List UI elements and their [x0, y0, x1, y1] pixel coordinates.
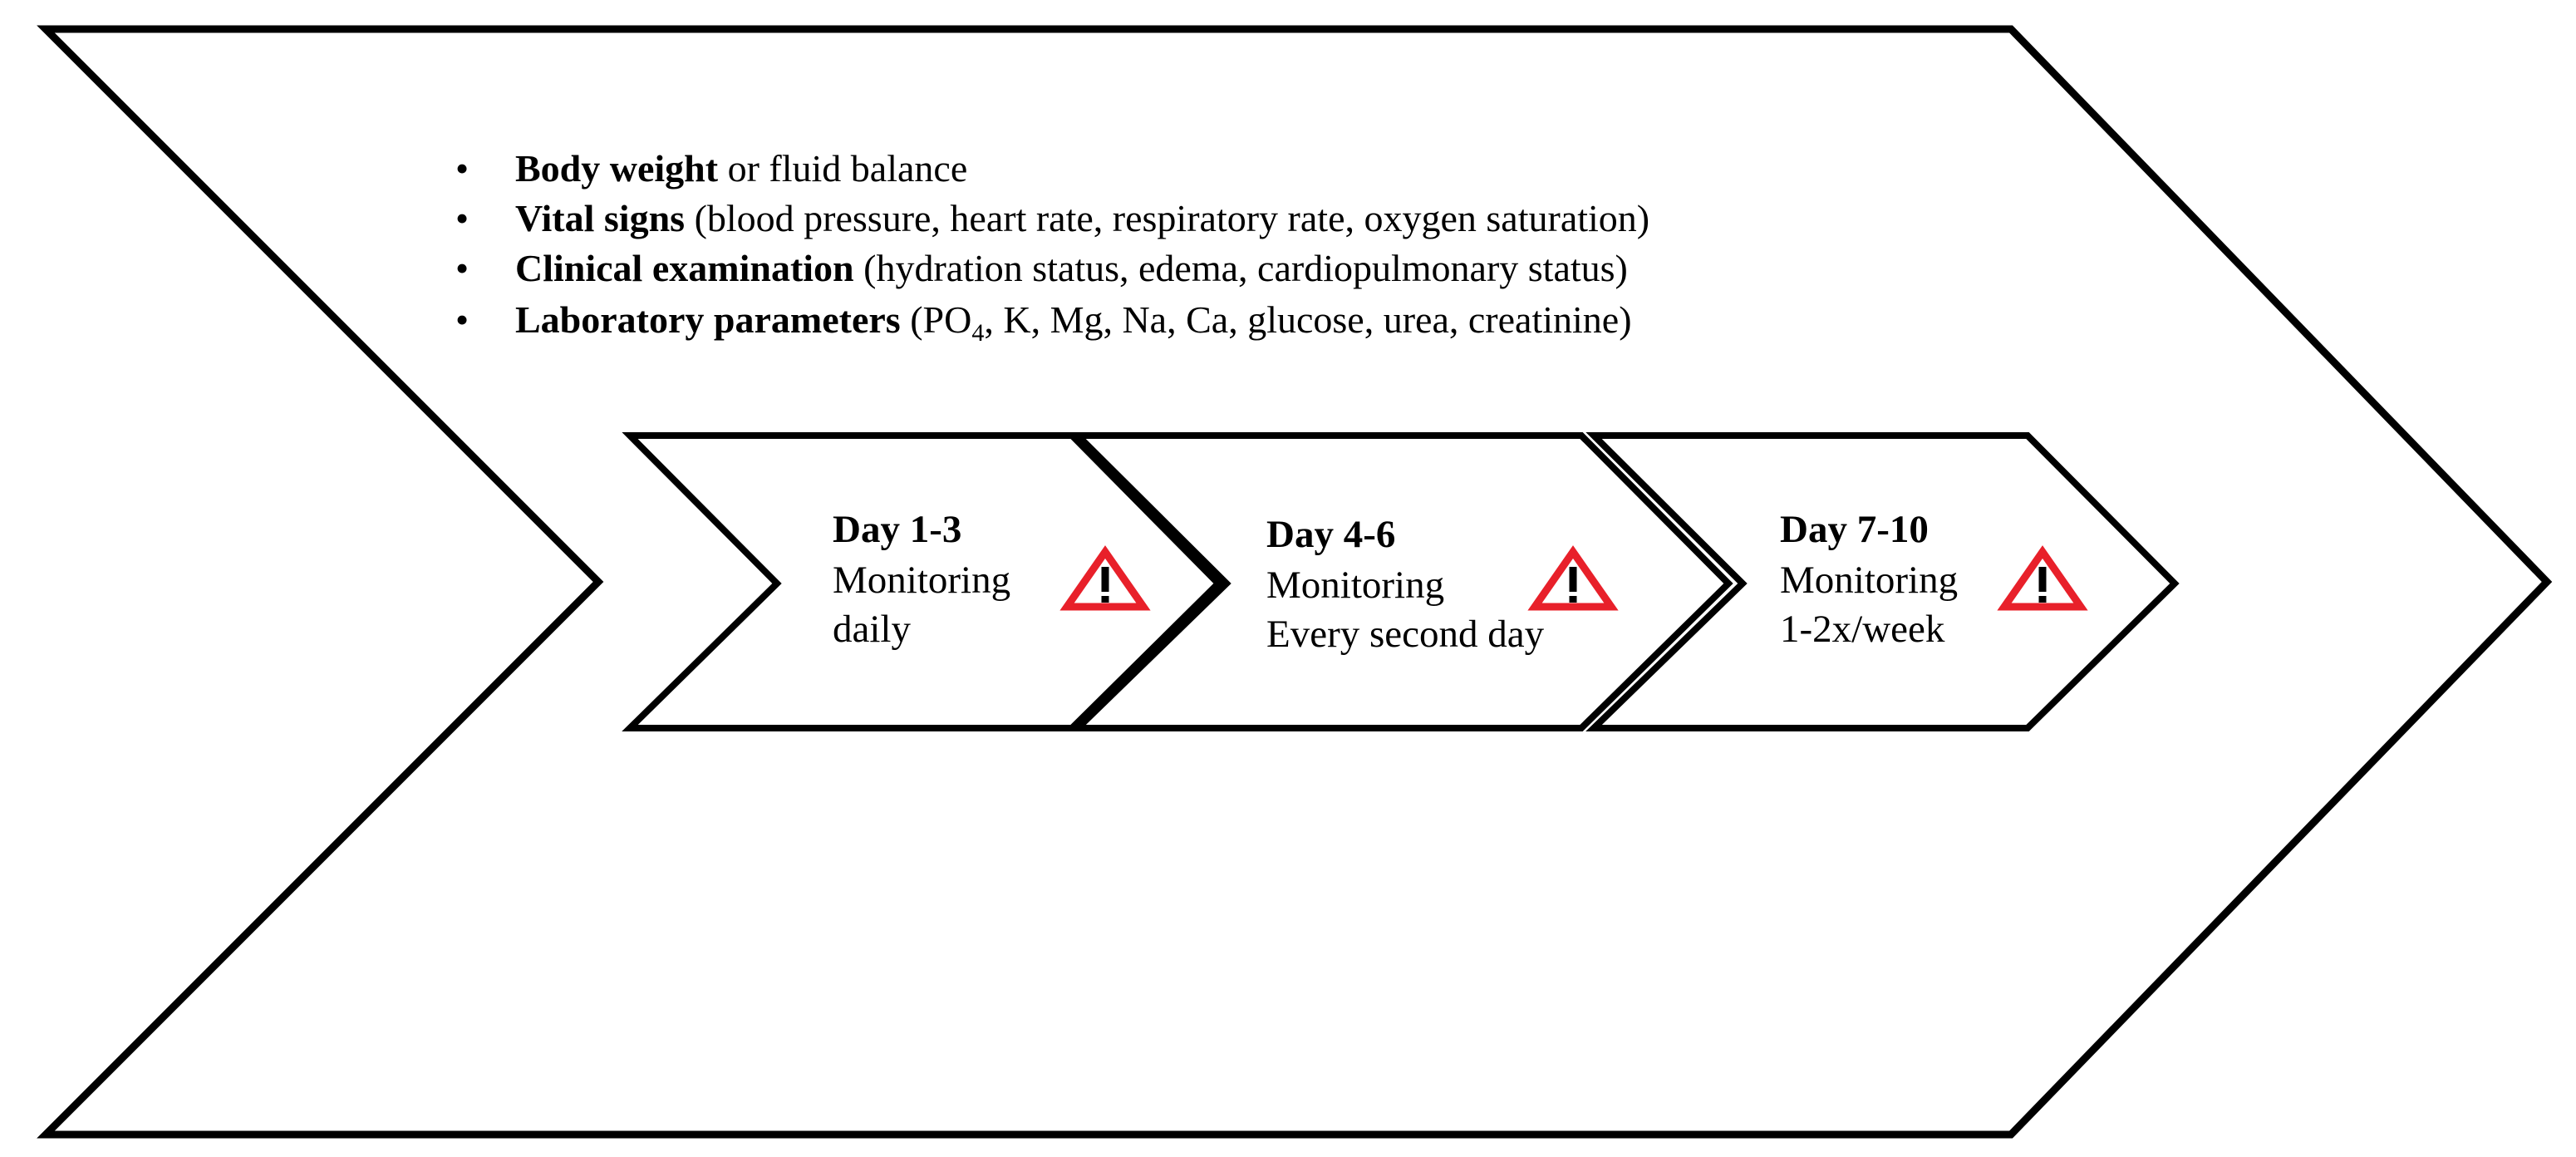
checklist-item-bold: Laboratory parameters: [515, 298, 901, 341]
bullet: •: [455, 147, 469, 190]
bullet: •: [455, 247, 469, 289]
stage-chevron: [622, 432, 1223, 731]
bullet: •: [455, 197, 469, 239]
stage-line: 1-2x/week: [1780, 608, 1945, 651]
checklist-item-text: Vital signs (blood pressure, heart rate,…: [515, 197, 1649, 239]
checklist-item-rest: or fluid balance: [718, 147, 967, 190]
checklist-item-subscript: 4: [971, 319, 984, 347]
stage-title: Day 1-3: [833, 508, 961, 551]
warning-triangle-icon: [1527, 545, 1619, 611]
checklist-item-text: Body weight or fluid balance: [515, 147, 967, 190]
checklist-item-text: Clinical examination (hydration status, …: [515, 247, 1628, 289]
stage-title: Day 7-10: [1780, 508, 1929, 551]
checklist-item-text: Laboratory parameters (PO4, K, Mg, Na, C…: [515, 298, 1632, 347]
warning-triangle-icon: [1997, 545, 2088, 611]
checklist-item: • Vital signs (blood pressure, heart rat…: [455, 197, 1649, 239]
checklist-item: • Body weight or fluid balance: [455, 147, 967, 190]
checklist-item-rest: (hydration status, edema, cardiopulmonar…: [854, 247, 1628, 289]
stage-chevron: [1069, 432, 1733, 731]
stage-line: Every second day: [1266, 613, 1545, 656]
stage-day-7-10: Day 7-10 Monitoring 1-2x/week: [1585, 432, 2180, 731]
checklist-item-bold: Vital signs: [515, 197, 685, 239]
checklist-item-rest: (blood pressure, heart rate, respiratory…: [685, 197, 1649, 239]
warning-triangle-icon: [1059, 545, 1151, 611]
stage-title: Day 4-6: [1266, 513, 1395, 556]
checklist-item-bold: Clinical examination: [515, 247, 854, 289]
stage-line: daily: [833, 608, 911, 651]
stage-chevron: [1585, 432, 2180, 731]
checklist-item-bold: Body weight: [515, 147, 719, 190]
stage-line: Monitoring: [1266, 564, 1444, 607]
checklist-item-rest-pre: (PO: [901, 298, 972, 341]
bullet: •: [455, 298, 469, 341]
checklist-item: • Laboratory parameters (PO4, K, Mg, Na,…: [455, 298, 1632, 347]
checklist-item-rest-post: , K, Mg, Na, Ca, glucose, urea, creatini…: [984, 298, 1631, 341]
checklist-item: • Clinical examination (hydration status…: [455, 247, 1628, 289]
stage-line: Monitoring: [1780, 559, 1958, 602]
stage-line: Monitoring: [833, 559, 1010, 602]
monitoring-checklist: • Body weight or fluid balance • Vital s…: [455, 147, 1649, 347]
